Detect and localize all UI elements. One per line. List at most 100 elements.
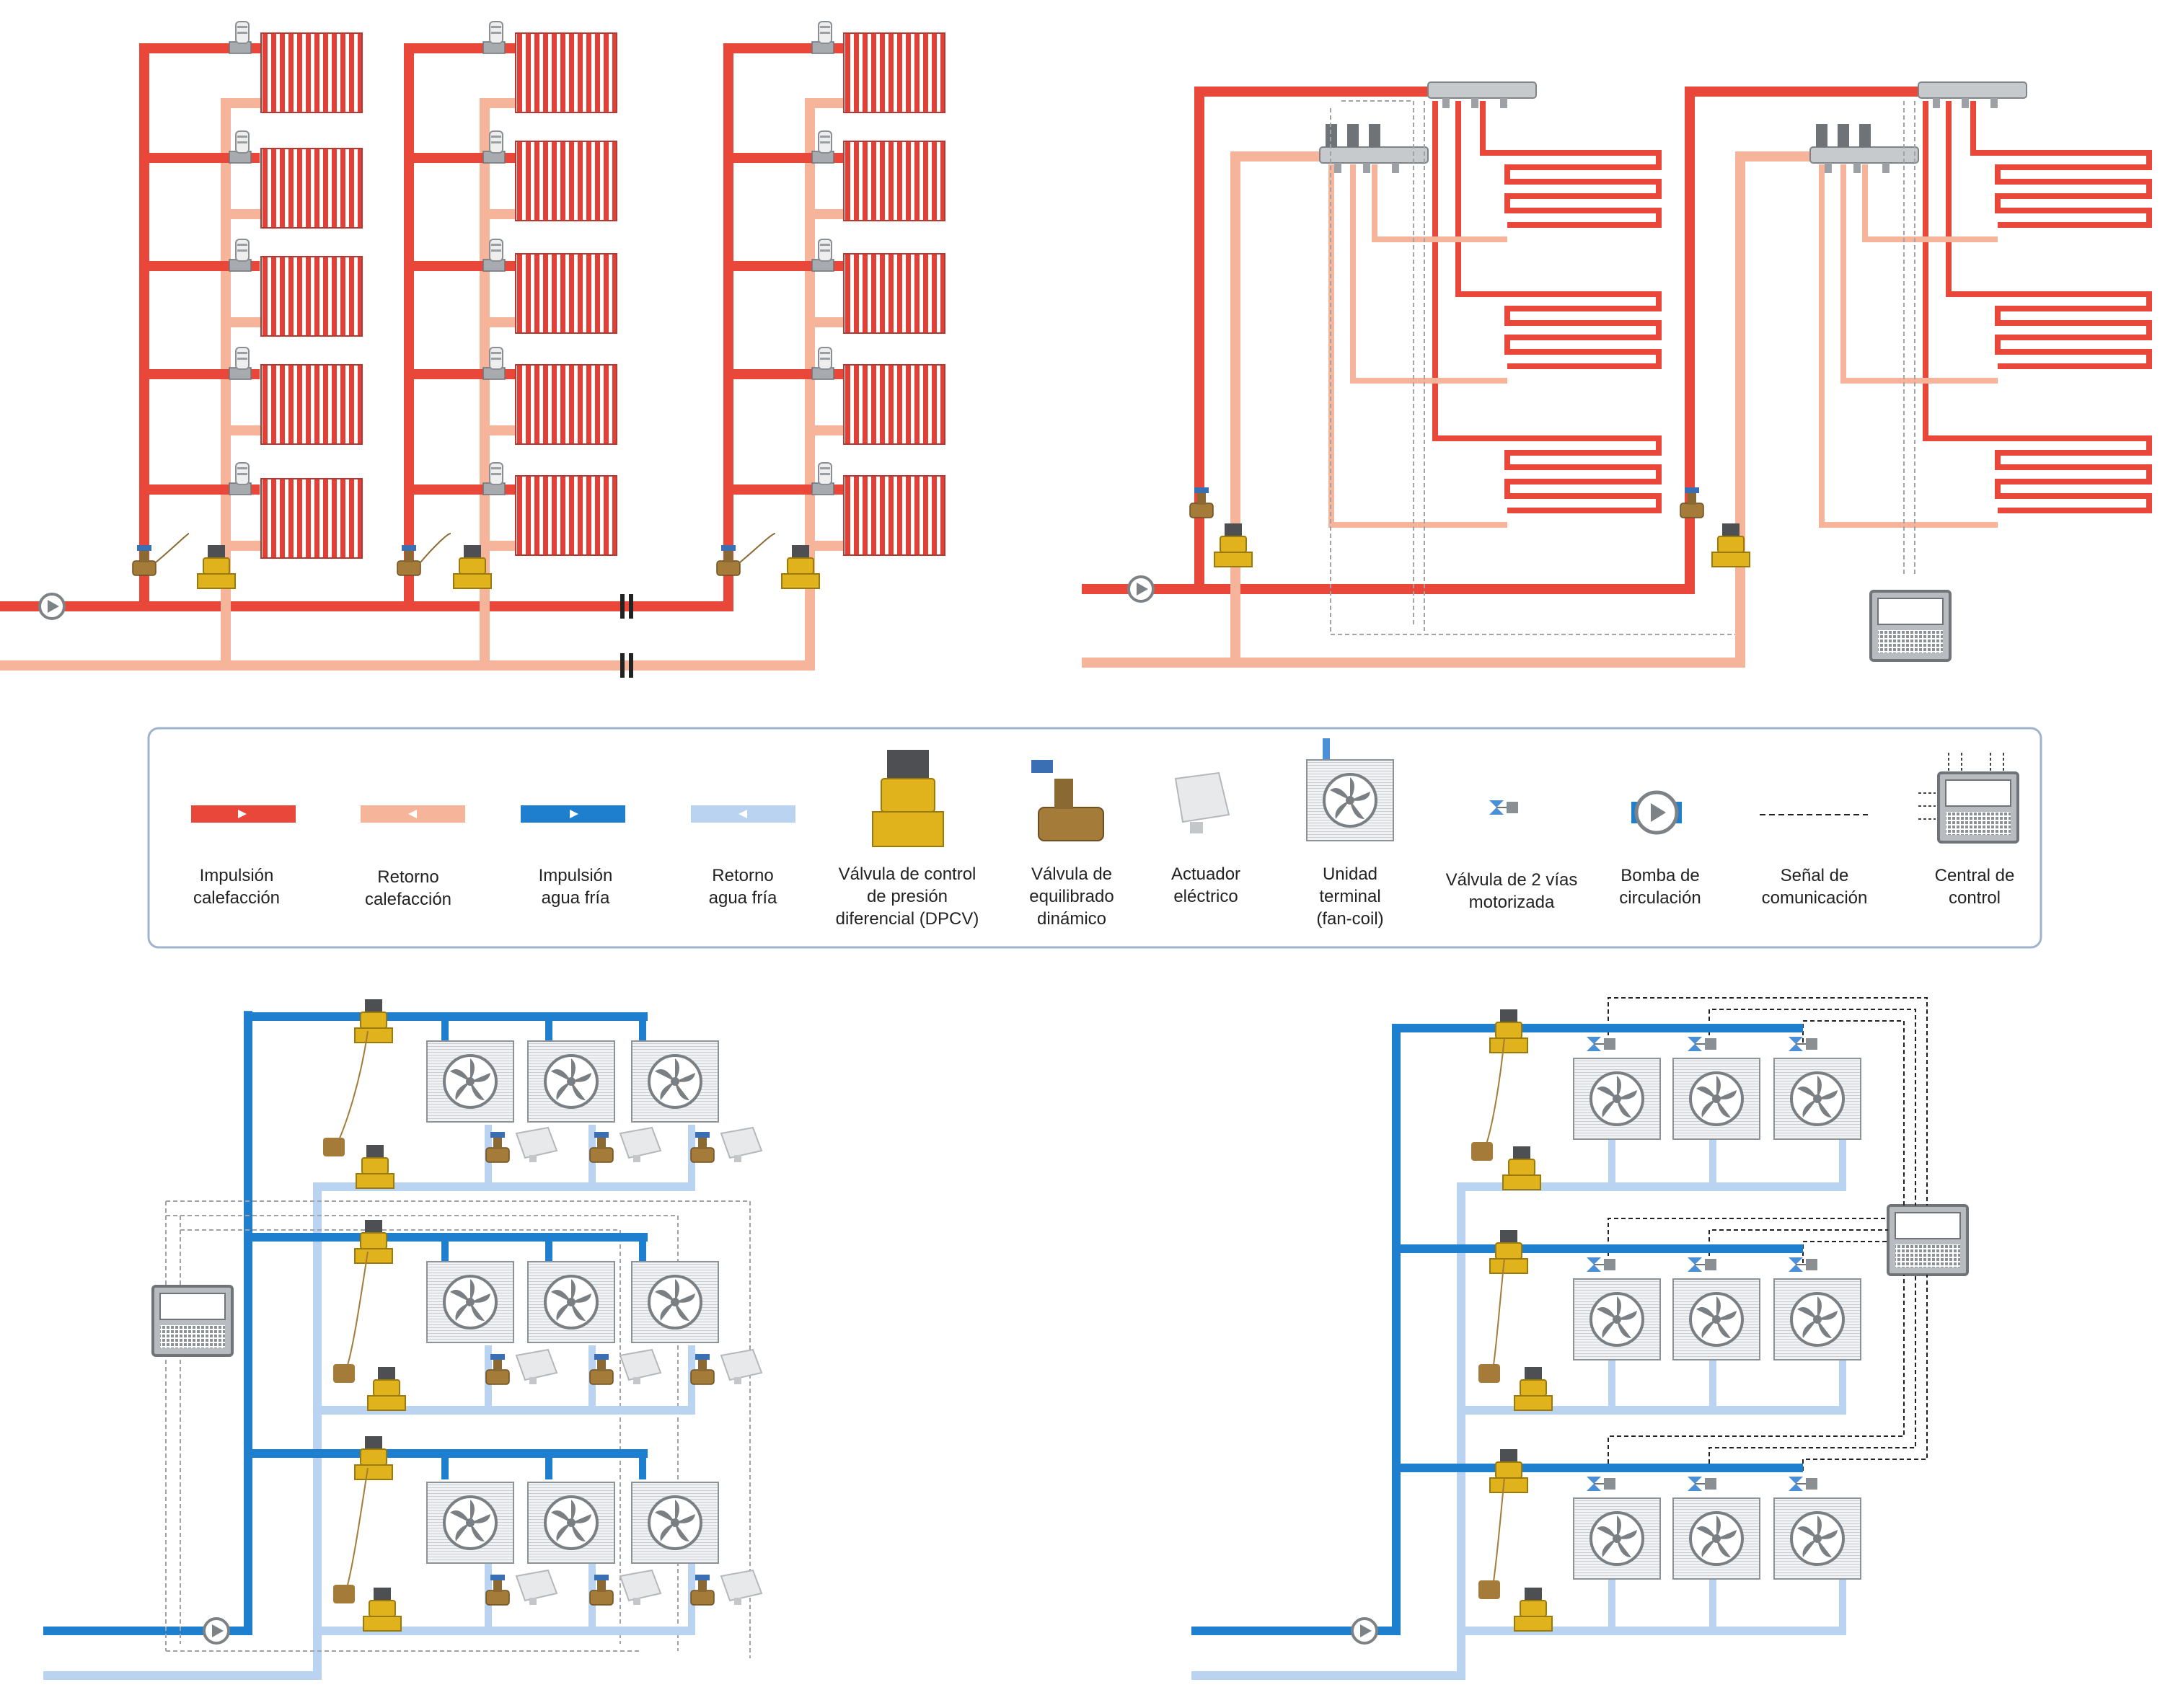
legend-label-line: dinámico [1037, 909, 1106, 929]
fan-coil-icon [1773, 1497, 1862, 1580]
legend-label-line: Bomba de [1621, 866, 1699, 885]
legend-label-line: Unidad [1323, 864, 1377, 884]
legend-label-line: Válvula de control [839, 864, 976, 884]
legend-label-line: Impulsión [200, 866, 274, 885]
thermostatic-valve-icon [229, 347, 252, 380]
legend-label-line: Retorno [712, 866, 773, 885]
underfloor-circuit-a [1189, 81, 1737, 668]
legend-label-line: calefacción [193, 888, 280, 908]
branch-row-1 [244, 999, 762, 1191]
fan-coil-icon [1305, 738, 1395, 842]
dpcv-icon [1502, 1146, 1541, 1190]
legend-label-line: eléctrico [1173, 887, 1238, 906]
actuator-icon [619, 1349, 661, 1385]
dpcv-icon [1489, 1448, 1528, 1493]
actuator-icon [1174, 771, 1230, 833]
radiator-icon [515, 253, 617, 334]
legend-label-line: Retorno [377, 867, 438, 887]
radiator-icon [843, 475, 945, 556]
control-unit-icon [151, 1285, 234, 1357]
dpcv-icon [1489, 1009, 1528, 1053]
radiator-icon [260, 32, 363, 113]
two-way-valve-icon [1586, 1036, 1616, 1052]
two-way-valve-icon [1586, 1257, 1616, 1273]
radiator-icon [515, 32, 617, 113]
pump-icon [1351, 1617, 1378, 1645]
dpcv-icon [356, 1144, 394, 1189]
actuator-icon [516, 1570, 557, 1606]
balancing-valve-icon [397, 544, 421, 576]
balancing-valve-icon [1031, 760, 1104, 841]
fan-coil-icon [1672, 1278, 1761, 1361]
fan-coil-icon [630, 1040, 720, 1123]
branch-row-3 [1392, 1448, 1862, 1635]
actuator-icon [619, 1570, 661, 1606]
actuator-icon [516, 1349, 557, 1385]
radiator-icon [843, 32, 945, 113]
main-return-cold-pipe [43, 1671, 317, 1680]
dpcv-icon [1514, 1366, 1553, 1411]
legend-label-return-cold: Retorno agua fría [709, 866, 777, 908]
legend-label-line: Impulsión [539, 866, 613, 885]
fan-coil-icon [526, 1481, 616, 1565]
legend-label-line: agua fría [709, 888, 777, 908]
legend-label-line: circulación [1619, 888, 1701, 908]
two-way-valve-icon [1788, 1476, 1818, 1492]
thermostatic-valve-icon [229, 239, 252, 272]
pump-icon [203, 1617, 230, 1645]
dpcv-icon [354, 1219, 393, 1264]
fan-coil-icon [425, 1481, 515, 1565]
underfloor-circuit-b [1680, 81, 2152, 668]
main-supply-cold-pipe [43, 1627, 252, 1635]
thermostatic-valve-icon [811, 347, 834, 380]
radiator-icon [843, 364, 945, 445]
branch-row-3 [244, 1435, 762, 1635]
radiator-icon [515, 141, 617, 221]
pump-icon [1631, 790, 1682, 835]
thermostatic-valve-icon [229, 21, 252, 54]
thermostatic-valve-icon [482, 21, 506, 54]
fan-coil-icon [1773, 1057, 1862, 1141]
main-return-heating-pipe [0, 660, 815, 671]
thermostatic-valve-icon [811, 21, 834, 54]
fan-coil-icon [526, 1040, 616, 1123]
control-unit-icon [1887, 1204, 1969, 1276]
balancing-valve-icon [132, 544, 156, 576]
radiator-icon [843, 141, 945, 221]
actuator-icon [720, 1349, 762, 1385]
legend-label-line: calefacción [365, 890, 451, 909]
radiator-icon [515, 475, 617, 556]
branch-row-1 [1392, 1009, 1862, 1191]
radiator-icon [843, 253, 945, 334]
legend-label-line: Válvula de 2 vías [1446, 870, 1578, 890]
actuator-icon [720, 1570, 762, 1606]
thermostatic-valve-icon [811, 130, 834, 164]
fan-coil-icon [425, 1260, 515, 1344]
pump-icon [38, 593, 66, 620]
fan-coil-icon [1572, 1057, 1662, 1141]
legend-label-line: comunicación [1762, 888, 1868, 908]
control-unit-icon [1869, 590, 1952, 662]
legend-label-line: Actuador [1171, 864, 1240, 884]
radiator-icon [260, 148, 363, 229]
legend-label-line: de presión [867, 887, 948, 906]
balancing-valve-icon [1680, 487, 1704, 518]
main-supply-cold-pipe [1191, 1627, 1401, 1635]
radiator-icon [260, 256, 363, 337]
fan-coil-icon [425, 1040, 515, 1123]
fan-coil-icon [1572, 1278, 1662, 1361]
legend-label-line: (fan-coil) [1316, 909, 1383, 929]
dpcv-icon [1489, 1229, 1528, 1274]
balancing-valve-icon [1189, 487, 1214, 518]
fan-coil-icon [526, 1260, 616, 1344]
riser-3 [716, 21, 945, 589]
actuator-icon [516, 1127, 557, 1163]
main-return-cold-pipe [1191, 1671, 1465, 1680]
actuator-icon [619, 1127, 661, 1163]
fan-coil-icon [630, 1260, 720, 1344]
fan-coil-icon [1773, 1278, 1862, 1361]
